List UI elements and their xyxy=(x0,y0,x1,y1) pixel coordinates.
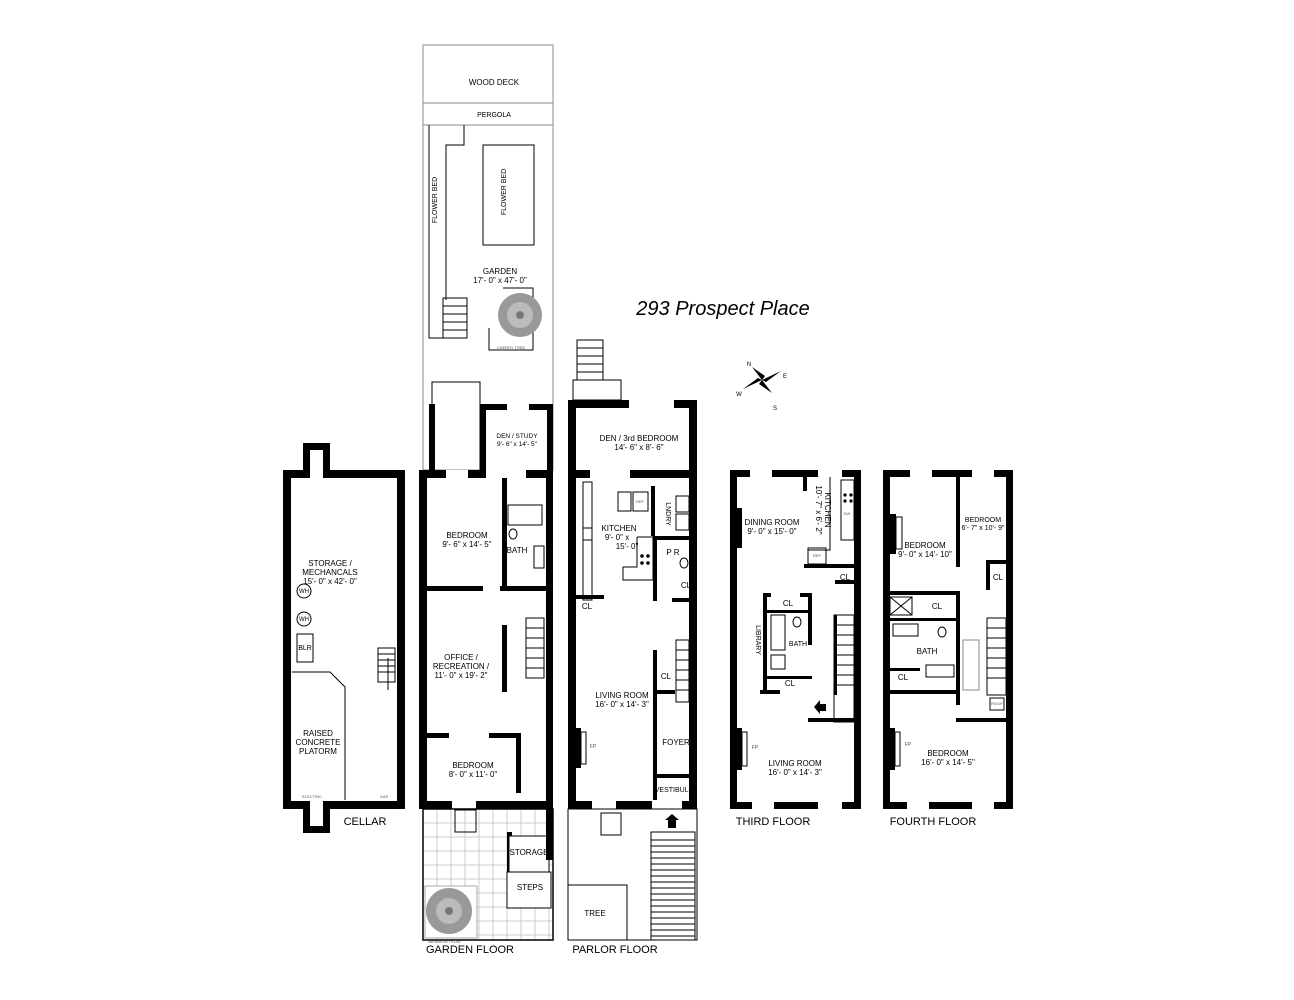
svg-text:DEN / 3rd BEDROOM: DEN / 3rd BEDROOM xyxy=(600,434,679,443)
svg-text:FP: FP xyxy=(905,742,912,748)
floor-label-fourth: FOURTH FLOOR xyxy=(890,816,977,828)
svg-text:S: S xyxy=(773,406,777,412)
svg-text:15'- 0": 15'- 0" xyxy=(616,542,639,551)
svg-text:GARDEN: GARDEN xyxy=(483,267,517,276)
svg-text:STORAGE /: STORAGE / xyxy=(308,559,352,568)
svg-text:11'- 0" x 19'- 2": 11'- 0" x 19'- 2" xyxy=(434,671,487,680)
svg-text:KITCHEN: KITCHEN xyxy=(601,524,636,533)
svg-text:WOOD DECK: WOOD DECK xyxy=(469,78,520,87)
svg-text:FOYER: FOYER xyxy=(662,738,690,747)
svg-text:FP: FP xyxy=(752,745,759,751)
cellar-plan: STORAGE / MECHANCALS 15'- 0" x 42'- 0" W… xyxy=(283,443,405,833)
svg-text:BATH: BATH xyxy=(789,641,807,648)
svg-text:16'- 0" x 14'- 3": 16'- 0" x 14'- 3" xyxy=(768,768,822,777)
svg-text:ROOF: ROOF xyxy=(991,701,1003,706)
svg-text:BEDROOM: BEDROOM xyxy=(904,541,946,550)
svg-text:W: W xyxy=(736,392,742,398)
svg-text:KITCHEN: KITCHEN xyxy=(823,492,832,527)
svg-text:BLR: BLR xyxy=(298,645,312,652)
floor-label-cellar: CELLAR xyxy=(344,816,387,828)
svg-text:DEN / STUDY: DEN / STUDY xyxy=(496,433,538,440)
svg-text:CL: CL xyxy=(681,581,692,590)
svg-text:14'- 6" x 8'- 6": 14'- 6" x 8'- 6" xyxy=(614,443,663,452)
svg-text:CL: CL xyxy=(785,679,796,688)
svg-text:LNDRY: LNDRY xyxy=(664,502,671,526)
floor-label-garden: GARDEN FLOOR xyxy=(426,944,514,956)
fourth-floor-plan: BEDROOM 9'- 0" x 14'- 10" BEDROOM 6'- 7"… xyxy=(883,470,1013,828)
svg-text:PERGOLA: PERGOLA xyxy=(477,112,511,119)
svg-text:BATH: BATH xyxy=(917,647,938,656)
svg-text:9'- 0" x 14'- 10": 9'- 0" x 14'- 10" xyxy=(898,550,952,559)
svg-text:16'- 0" x 14'- 3": 16'- 0" x 14'- 3" xyxy=(595,700,649,709)
floor-label-third: THIRD FLOOR xyxy=(736,816,811,828)
svg-text:CL: CL xyxy=(898,673,909,682)
stairs xyxy=(377,647,396,690)
svg-text:LIVING ROOM: LIVING ROOM xyxy=(768,759,822,768)
svg-text:P R: P R xyxy=(666,548,679,557)
cherry-tree-icon xyxy=(498,293,542,337)
svg-text:FP: FP xyxy=(590,744,597,750)
svg-text:CL: CL xyxy=(783,599,794,608)
svg-text:CHERRY TREE: CHERRY TREE xyxy=(497,345,526,350)
svg-text:N: N xyxy=(747,362,751,368)
plan-title: 293 Prospect Place xyxy=(635,298,809,320)
svg-text:CONCRETE: CONCRETE xyxy=(296,738,341,747)
svg-text:FLOWER BED: FLOWER BED xyxy=(432,177,439,223)
svg-text:LIVING ROOM: LIVING ROOM xyxy=(595,691,649,700)
svg-text:15'- 0" x 42'- 0": 15'- 0" x 42'- 0" xyxy=(303,577,357,586)
svg-text:9'- 0" x: 9'- 0" x xyxy=(605,533,629,542)
third-floor-plan: DINING ROOM 9'- 0" x 15'- 0" DW REF KITC… xyxy=(730,470,861,828)
svg-text:9'- 6" x 14'- 5": 9'- 6" x 14'- 5" xyxy=(442,540,491,549)
svg-text:DW: DW xyxy=(844,511,851,516)
svg-text:BEDROOM: BEDROOM xyxy=(452,761,494,770)
svg-text:FLOWER BED: FLOWER BED xyxy=(501,169,508,215)
svg-text:RAISED: RAISED xyxy=(303,729,333,738)
svg-text:JAPANESE PLUM: JAPANESE PLUM xyxy=(428,939,461,944)
svg-text:WH: WH xyxy=(299,589,309,595)
svg-text:CL: CL xyxy=(582,602,593,611)
svg-text:TREE: TREE xyxy=(584,909,605,918)
svg-text:BEDROOM: BEDROOM xyxy=(927,749,969,758)
svg-text:VESTIBULE: VESTIBULE xyxy=(655,787,694,794)
svg-text:CL: CL xyxy=(840,573,851,582)
svg-text:STEPS: STEPS xyxy=(517,883,543,892)
svg-text:CL: CL xyxy=(993,573,1004,582)
parlor-floor-plan: DEN / 3rd BEDROOM 14'- 6" x 8'- 6" REF L… xyxy=(567,339,698,956)
svg-text:REF: REF xyxy=(813,553,822,558)
svg-text:PLATORM: PLATORM xyxy=(299,747,337,756)
svg-text:REF: REF xyxy=(636,499,645,504)
svg-text:DINING ROOM: DINING ROOM xyxy=(744,518,799,527)
svg-text:8'- 0" x 11'- 0": 8'- 0" x 11'- 0" xyxy=(449,770,498,779)
svg-text:9'- 6" x 14'- 5": 9'- 6" x 14'- 5" xyxy=(497,441,538,448)
compass-icon: N E S W xyxy=(736,362,787,412)
svg-text:BEDROOM: BEDROOM xyxy=(446,531,488,540)
garden-floor-plan: WOOD DECK PERGOLA FLOWER BED FLOWER BED … xyxy=(419,44,554,956)
svg-text:MECHANCALS: MECHANCALS xyxy=(302,568,358,577)
svg-text:GAS: GAS xyxy=(380,794,389,799)
svg-text:17'- 0" x 47'- 0": 17'- 0" x 47'- 0" xyxy=(473,276,527,285)
svg-text:9'- 0" x 15'- 0": 9'- 0" x 15'- 0" xyxy=(747,527,796,536)
svg-text:16'- 0" x 14'- 5": 16'- 0" x 14'- 5" xyxy=(921,758,975,767)
svg-text:E: E xyxy=(783,374,787,380)
svg-text:WH: WH xyxy=(299,617,309,623)
svg-text:BATH: BATH xyxy=(507,546,528,555)
floor-label-parlor: PARLOR FLOOR xyxy=(572,944,657,956)
svg-text:CL: CL xyxy=(932,602,943,611)
japanese-plum-icon xyxy=(424,885,478,939)
svg-text:6'- 7" x 10'- 9": 6'- 7" x 10'- 9" xyxy=(961,525,1005,532)
svg-text:CL: CL xyxy=(661,672,672,681)
svg-text:LIBRARY: LIBRARY xyxy=(754,625,761,655)
svg-text:10'- 7" x 6'- 2": 10'- 7" x 6'- 2" xyxy=(814,485,823,534)
svg-text:OFFICE /: OFFICE / xyxy=(444,653,479,662)
svg-text:RECREATION /: RECREATION / xyxy=(433,662,490,671)
svg-text:BEDROOM: BEDROOM xyxy=(965,517,1001,524)
svg-text:ELECTRIC: ELECTRIC xyxy=(302,794,322,799)
svg-text:STORAGE: STORAGE xyxy=(510,848,549,857)
